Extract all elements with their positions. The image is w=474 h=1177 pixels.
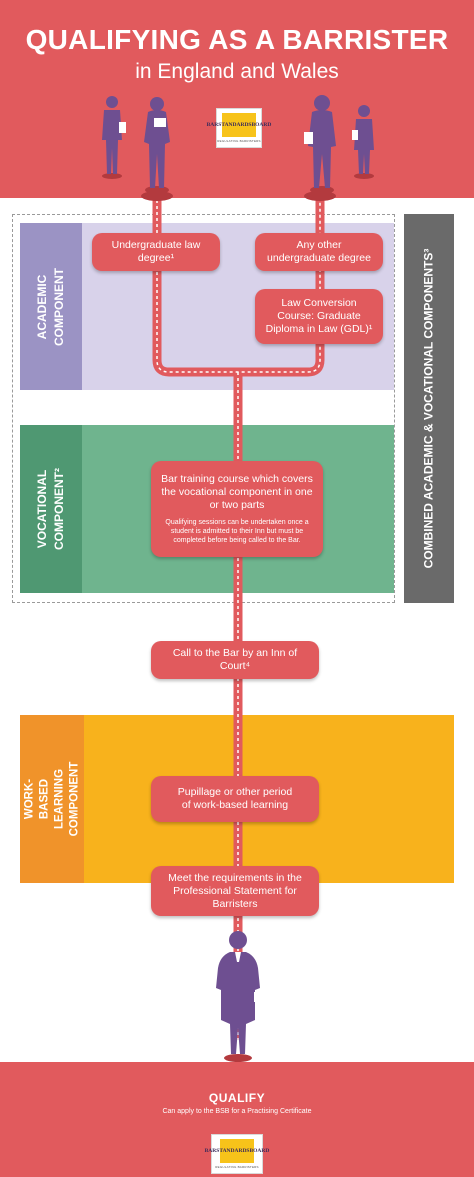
work-based-label-tab: WORK-BASED LEARNING COMPONENT: [20, 715, 84, 883]
bsb-logo-top: BAR STANDARDS BOARD REGULATING BARRISTER…: [207, 108, 271, 148]
logo-mark: BAR STANDARDS BOARD: [207, 113, 271, 137]
students-left-illustration: [102, 96, 170, 194]
page-subtitle: in England and Wales: [135, 60, 339, 83]
bar-training-course-box: Bar training course which covers the voc…: [151, 461, 323, 557]
academic-label-tab: ACADEMIC COMPONENT: [20, 223, 82, 390]
combined-dashed-border: [12, 214, 395, 603]
vocational-label-tab: VOCATIONAL COMPONENT²: [20, 425, 82, 593]
qualify-heading: QUALIFY: [208, 1091, 266, 1105]
other-degree-box: Any other undergraduate degree: [255, 233, 383, 271]
barrister-illustration: [216, 931, 262, 1062]
page-title: QUALIFYING AS A BARRISTER: [25, 24, 449, 55]
qualify-subtext: Can apply to the BSB for a Practising Ce…: [162, 1108, 312, 1115]
gdl-box: Law Conversion Course: Graduate Diploma …: [255, 289, 383, 344]
students-right-illustration: [304, 95, 374, 194]
undergrad-law-degree-box: Undergraduate law degree¹: [92, 233, 220, 271]
logo-mark-bottom: BAR STANDARDS BOARD: [205, 1139, 269, 1163]
combined-component-bar: COMBINED ACADEMIC & VOCATIONAL COMPONENT…: [404, 214, 454, 603]
pupillage-box: Pupillage or other period of work-based …: [151, 776, 319, 822]
bsb-logo-bottom: BAR STANDARDS BOARD REGULATING BARRISTER…: [205, 1134, 269, 1174]
header-banner: [0, 0, 474, 198]
professional-statement-box: Meet the requirements in the Professiona…: [151, 866, 319, 916]
call-to-bar-box: Call to the Bar by an Inn of Court⁴: [151, 641, 319, 679]
